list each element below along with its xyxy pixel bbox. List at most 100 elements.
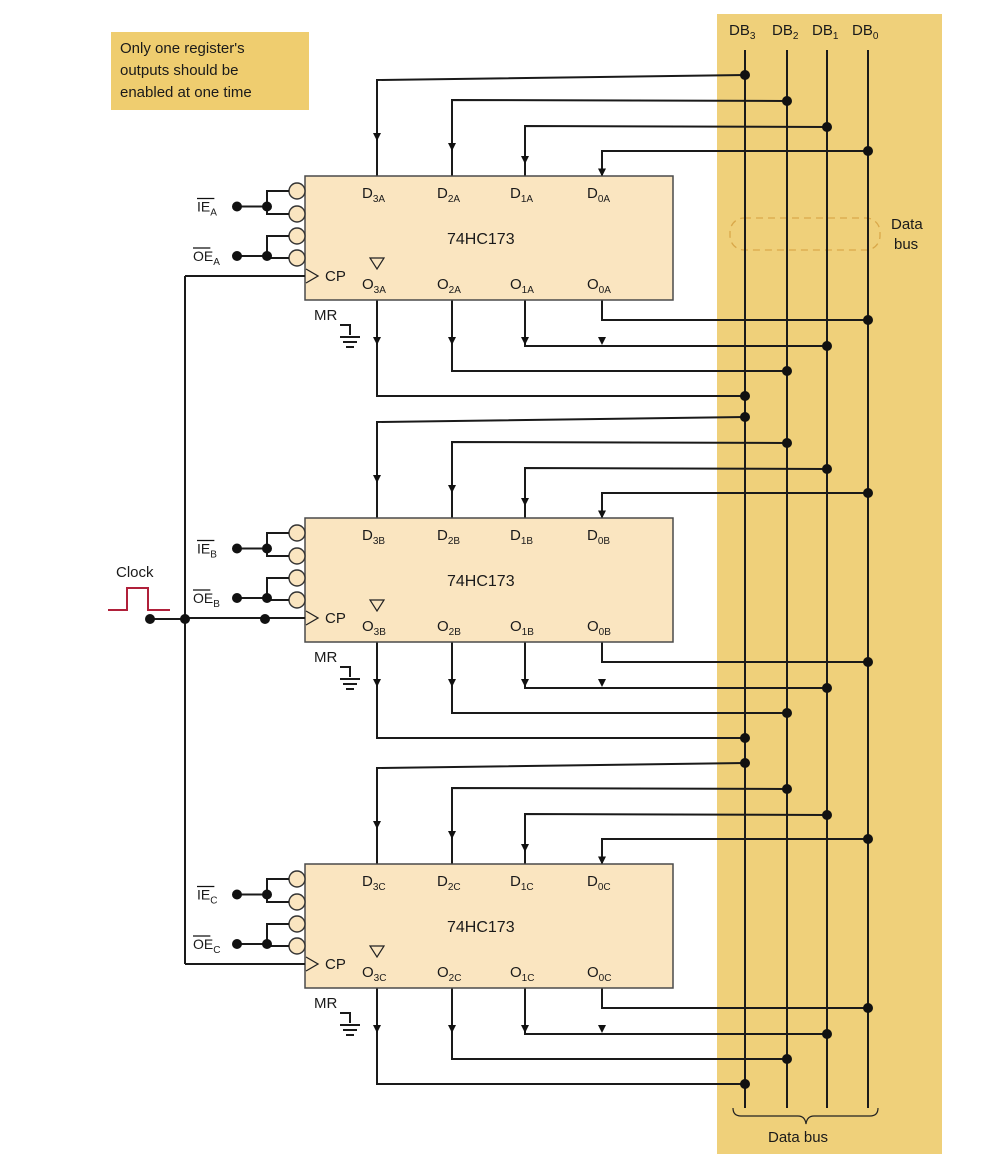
bus-tap-dot bbox=[740, 412, 750, 422]
bus-label-db2: DB2 bbox=[772, 22, 799, 42]
chip-part-number: 74HC173 bbox=[447, 231, 515, 248]
note-box: Only one register's outputs should be en… bbox=[111, 32, 309, 110]
bus-tap-dot bbox=[863, 315, 873, 325]
output-pin-label: O1B bbox=[510, 618, 534, 638]
output-wire bbox=[524, 988, 827, 1035]
oe-label: OEC bbox=[193, 936, 220, 956]
note-line-1: Only one register's bbox=[120, 40, 245, 57]
cp-pin-label: CP bbox=[325, 610, 346, 627]
bus-tap-dot bbox=[782, 96, 792, 106]
input-pin-label: D3C bbox=[362, 873, 386, 893]
inverting-bubble-icon bbox=[288, 205, 306, 223]
junction-dot bbox=[260, 614, 270, 624]
bus-tap-dot bbox=[740, 70, 750, 80]
mr-pin-label: MR bbox=[314, 995, 337, 1012]
bus-tap-dot bbox=[822, 683, 832, 693]
input-pin-label: D3A bbox=[362, 185, 385, 205]
mr-wire bbox=[340, 666, 351, 677]
oe-wire bbox=[237, 235, 289, 257]
bus-label-db0: DB0 bbox=[852, 22, 879, 42]
arrow-down-icon bbox=[448, 143, 456, 151]
bus-tap-dot bbox=[822, 341, 832, 351]
arrow-down-icon bbox=[598, 510, 606, 519]
clock-edge-icon bbox=[305, 268, 320, 284]
bus-tap-dot bbox=[863, 834, 873, 844]
arrow-down-icon bbox=[373, 1025, 381, 1033]
chip-part-number: 74HC173 bbox=[447, 573, 515, 590]
inverting-bubble-icon bbox=[288, 524, 306, 542]
output-pin-label: O3A bbox=[362, 276, 386, 296]
arrow-down-icon bbox=[373, 679, 381, 687]
junction-dot bbox=[262, 593, 272, 603]
output-wire bbox=[451, 300, 787, 372]
input-feed-wire bbox=[601, 150, 868, 176]
register-chip-b bbox=[304, 517, 674, 643]
ie-label: IEB bbox=[197, 541, 217, 561]
tristate-triangle-icon bbox=[368, 257, 386, 271]
note-line-2: outputs should be bbox=[120, 62, 238, 79]
data-bus-side-label-line-1: Data bbox=[891, 216, 923, 233]
arrow-down-icon bbox=[521, 156, 529, 164]
ie-input-dot bbox=[232, 201, 242, 212]
arrow-down-icon bbox=[448, 337, 456, 345]
output-pin-label: O0B bbox=[587, 618, 611, 638]
bus-tap-dot bbox=[863, 657, 873, 667]
bus-tap-dot bbox=[822, 810, 832, 820]
input-pin-label: D2C bbox=[437, 873, 461, 893]
output-wire bbox=[601, 300, 868, 321]
output-pin-label: O1A bbox=[510, 276, 534, 296]
data-bus-side-label: Data bus bbox=[729, 216, 923, 253]
arrow-down-icon bbox=[448, 1025, 456, 1033]
bus-tap-dot bbox=[822, 122, 832, 132]
input-pin-label: D0A bbox=[587, 185, 610, 205]
data-bus-bottom-text: Data bus bbox=[768, 1129, 828, 1146]
clock-input-dot bbox=[145, 614, 155, 624]
arrow-down-icon bbox=[598, 856, 606, 865]
output-pin-label: O2B bbox=[437, 618, 461, 638]
ie-label: IEA bbox=[197, 199, 217, 219]
arrow-down-icon bbox=[598, 1025, 606, 1033]
output-wire bbox=[376, 642, 745, 739]
mr-wire bbox=[340, 1012, 351, 1023]
output-wire bbox=[524, 300, 827, 347]
clock-waveform-icon bbox=[108, 587, 170, 611]
arrow-down-icon bbox=[373, 133, 381, 141]
bus-tap-dot bbox=[782, 366, 792, 376]
output-pin-label: O3B bbox=[362, 618, 386, 638]
bus-tap-dot bbox=[782, 708, 792, 718]
input-feed-wire bbox=[601, 838, 868, 864]
clock-source: Clock bbox=[108, 564, 170, 611]
inverting-bubble-icon bbox=[288, 569, 306, 587]
input-pin-label: D2A bbox=[437, 185, 460, 205]
inverting-bubble-icon bbox=[288, 227, 306, 245]
mr-pin-label: MR bbox=[314, 649, 337, 666]
input-pin-label: D1A bbox=[510, 185, 533, 205]
inverting-bubble-icon bbox=[288, 249, 306, 267]
output-pin-label: O3C bbox=[362, 964, 386, 984]
input-pin-label: D0B bbox=[587, 527, 610, 547]
input-feed-wire bbox=[376, 762, 746, 864]
output-pin-label: O0C bbox=[587, 964, 611, 984]
bus-tap-dot bbox=[782, 1054, 792, 1064]
inverting-bubble-icon bbox=[288, 547, 306, 565]
bus-tap-dot bbox=[863, 1003, 873, 1013]
data-bus-side-label-line-2: bus bbox=[894, 236, 918, 253]
oe-input-dot bbox=[232, 939, 242, 949]
input-feed-wire bbox=[376, 416, 746, 518]
oe-wire bbox=[237, 923, 289, 945]
bus-tap-dot bbox=[782, 438, 792, 448]
clock-edge-icon bbox=[305, 956, 320, 972]
arrow-down-icon bbox=[598, 337, 606, 345]
tristate-triangle-icon bbox=[368, 945, 386, 959]
junction-dot bbox=[262, 939, 272, 949]
data-bus-band bbox=[717, 14, 942, 1154]
bus-tap-dot bbox=[822, 1029, 832, 1039]
bus-tap-dot bbox=[740, 758, 750, 768]
output-wire bbox=[451, 988, 787, 1060]
cp-pin-label: CP bbox=[325, 956, 346, 973]
arrow-down-icon bbox=[448, 679, 456, 687]
inverting-bubble-icon bbox=[288, 182, 306, 200]
note-line-3: enabled at one time bbox=[120, 84, 252, 101]
output-wire bbox=[524, 642, 827, 689]
